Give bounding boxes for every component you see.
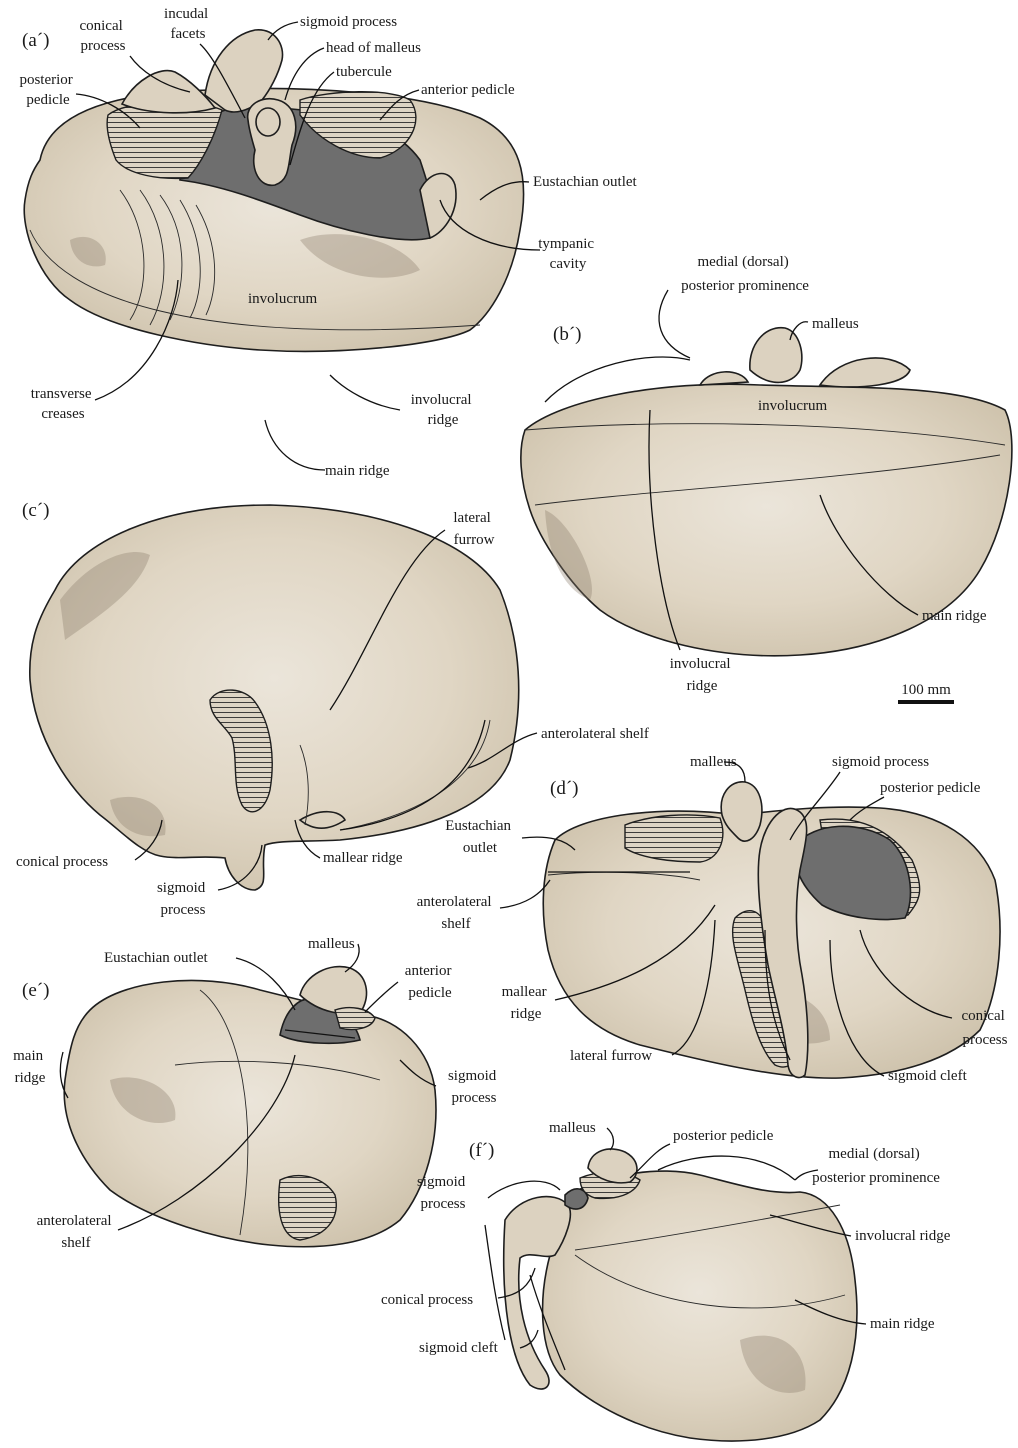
leader-invol-ridge-a — [330, 375, 400, 410]
label-tubercule-a: tubercule — [336, 64, 392, 80]
panel-tag-c: (c´) — [22, 500, 49, 521]
label-involucral-ridge-b: involucral ridge — [670, 656, 735, 694]
panel-f: (f´) malleus posterior pedicle medial (d… — [381, 1120, 951, 1441]
label-sigmoid-process-d: sigmoid process — [832, 754, 929, 770]
leader-anterior-pedicle-e — [365, 982, 398, 1012]
anterior-pedicle-d — [625, 815, 723, 862]
panel-tag-f: (f´) — [469, 1140, 494, 1161]
label-main-ridge-c: main ridge — [325, 463, 390, 479]
malleus-head-a — [256, 108, 280, 136]
label-eustachian-outlet-a: Eustachian outlet — [533, 174, 638, 190]
sigmoid-arc-f — [488, 1181, 560, 1198]
panel-a: (a´) conical process incudal facets sigm… — [19, 6, 637, 470]
label-eustachian-outlet-e: Eustachian outlet — [104, 950, 209, 966]
panel-tag-b: (b´) — [553, 324, 581, 345]
label-anterior-pedicle-a: anterior pedicle — [421, 82, 515, 98]
panel-tag-e: (e´) — [22, 980, 49, 1001]
top-lobe-b2 — [820, 358, 910, 387]
label-main-ridge-e: main ridge — [13, 1048, 47, 1086]
panel-d: (d´) malleus sigmoid process posterior p… — [417, 754, 1009, 1084]
label-sigmoid-process-a: sigmoid process — [300, 14, 397, 30]
leader-medial-b — [659, 290, 690, 358]
label-conical-process-a: conical process — [79, 18, 126, 54]
malleus-b — [750, 328, 802, 383]
conical-process-a — [122, 71, 215, 113]
scale-bar: 100 mm — [898, 682, 954, 704]
bulla-f-outline — [543, 1171, 857, 1441]
label-sigmoid-cleft-f: sigmoid cleft — [419, 1340, 499, 1356]
bulla-e-outline — [64, 980, 436, 1246]
label-eustachian-outlet-d: Eustachian outlet — [445, 818, 515, 856]
top-lobe-b1 — [700, 372, 748, 385]
label-sigmoid-process-c: sigmoid process — [157, 880, 209, 918]
label-malleus-e: malleus — [308, 936, 355, 952]
panel-tag-a: (a´) — [22, 30, 49, 51]
scale-line — [898, 700, 954, 704]
label-medial-prominence-b: medial (dorsal) posterior prominence — [681, 254, 809, 294]
label-posterior-pedicle-a: posterior pedicle — [19, 72, 76, 108]
label-involucrum-b: involucrum — [758, 398, 827, 414]
scale-label: 100 mm — [901, 682, 951, 698]
label-posterior-pedicle-f: posterior pedicle — [673, 1128, 774, 1144]
label-incudal-facets-a: incudal facets — [164, 6, 212, 42]
label-anterior-pedicle-e: anterior pedicle — [405, 963, 455, 1001]
label-mallear-ridge-c: mallear ridge — [323, 850, 403, 866]
label-head-malleus-a: head of malleus — [326, 40, 421, 56]
arrow-sigmoid-f — [485, 1225, 505, 1340]
label-sigmoid-process-f: sigmoid process — [417, 1174, 469, 1212]
panel-b: (b´) medial (dorsal) posterior prominenc… — [521, 254, 1012, 694]
label-anterolateral-shelf-e: anterolateral shelf — [37, 1213, 116, 1251]
label-sigmoid-process-e: sigmoid process — [448, 1068, 500, 1106]
label-lateral-furrow-c: lateral furrow — [453, 510, 494, 548]
panel-tag-d: (d´) — [550, 778, 578, 799]
leader-main-ridge-a — [265, 420, 325, 470]
label-malleus-b: malleus — [812, 316, 859, 332]
label-anterolateral-shelf-c: anterolateral shelf — [541, 726, 649, 742]
label-lateral-furrow-d: lateral furrow — [570, 1048, 652, 1064]
label-malleus-f: malleus — [549, 1120, 596, 1136]
label-posterior-pedicle-d: posterior pedicle — [880, 780, 981, 796]
label-involucral-ridge-f: involucral ridge — [855, 1228, 951, 1244]
label-transverse-creases-a: transverse creases — [31, 386, 96, 422]
label-conical-process-f: conical process — [381, 1292, 473, 1308]
label-mallear-ridge-d: mallear ridge — [502, 984, 551, 1022]
label-conical-process-c: conical process — [16, 854, 108, 870]
leader-malleus-f — [607, 1128, 613, 1150]
label-tympanic-cavity-a: tympanic cavity — [538, 236, 598, 272]
label-main-ridge-f: main ridge — [870, 1316, 935, 1332]
label-anterolateral-shelf-d: anterolateral shelf — [417, 894, 496, 932]
label-main-ridge-b: main ridge — [922, 608, 987, 624]
label-involucrum-a: involucrum — [248, 291, 317, 307]
label-sigmoid-cleft-d: sigmoid cleft — [888, 1068, 968, 1084]
label-medial-prominence-f: medial (dorsal) posterior prominence — [812, 1146, 940, 1186]
label-involucral-ridge-a: involucral ridge — [411, 392, 476, 428]
